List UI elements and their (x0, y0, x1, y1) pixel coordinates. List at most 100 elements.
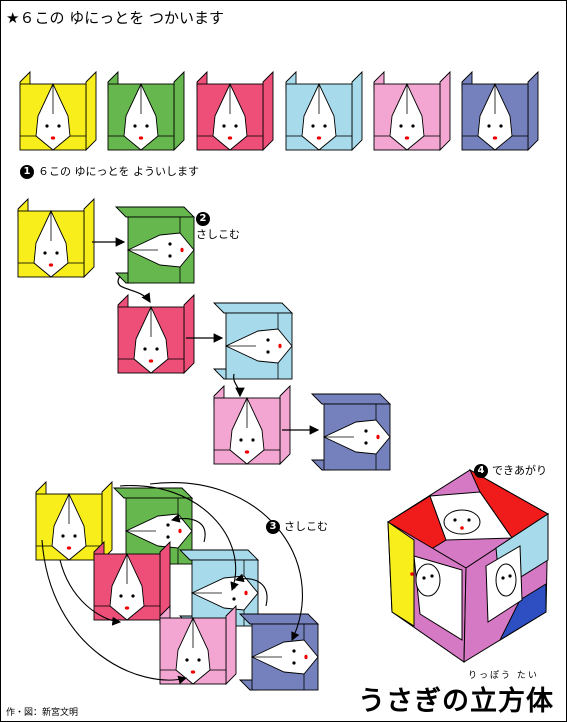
assembly-chain (17, 197, 392, 471)
unit-rabbit-head (51, 492, 87, 561)
chain-unit-blue (310, 393, 392, 471)
step-4-number: 4 (474, 464, 488, 478)
net-unit-blue (238, 613, 320, 691)
chain-unit-yellow (17, 197, 95, 279)
unit-eye (411, 124, 415, 128)
unit-eye (251, 438, 255, 442)
unit-right-ear (178, 549, 260, 561)
unit-mouth (66, 546, 72, 550)
unit-right-ear (527, 70, 539, 152)
unit-rabbit-head (33, 209, 69, 278)
unit-right-ear (173, 70, 185, 152)
net-unit-red (93, 540, 171, 622)
unit-rabbit-head (190, 575, 259, 611)
unit-body (285, 70, 363, 152)
cube-left-yellow (387, 521, 415, 627)
unit-mouth (148, 359, 154, 363)
unit-eye (57, 124, 61, 128)
unit-body (35, 480, 113, 562)
unit-right-ear (114, 206, 196, 218)
unit-eye (364, 441, 368, 445)
unit-mouth (278, 343, 282, 349)
net-arrow (59, 559, 122, 626)
unit-eye (166, 523, 170, 527)
unit-eye (232, 597, 236, 601)
net-layout (35, 480, 320, 691)
unit-eye (133, 124, 137, 128)
net-unit-green (112, 487, 194, 565)
unit-eye (131, 594, 135, 598)
unit-rabbit-head (301, 82, 337, 151)
rabbit-face (415, 563, 441, 597)
unit-eye (499, 124, 503, 128)
unit-eye (487, 124, 491, 128)
unit-mouth (50, 136, 56, 140)
unit-mouth (190, 670, 196, 674)
net-arrow (41, 539, 188, 685)
unit-eye (61, 534, 65, 538)
rabbit-nose (410, 572, 414, 576)
unit-eye (55, 251, 59, 255)
step-3-text: さしこむ (284, 520, 328, 533)
unit-rabbit-head (250, 639, 319, 675)
unit-yellow (19, 70, 97, 152)
unit-eye (73, 534, 77, 538)
unit-body (159, 604, 237, 686)
unit-right-ear (262, 70, 274, 152)
unit-mouth (227, 136, 233, 140)
unit-eye (222, 124, 226, 128)
rabbit-face (495, 563, 517, 597)
unit-eye (185, 658, 189, 662)
unit-rabbit-head (35, 82, 71, 151)
unit-rabbit-head (212, 82, 248, 151)
net-unit-yellow (35, 480, 113, 562)
unit-right-ear (238, 613, 320, 625)
unit-eye (168, 254, 172, 258)
unit-right-ear (279, 384, 291, 466)
unit-rabbit-head (389, 82, 425, 151)
net-arrow (234, 573, 268, 607)
step-2-number: 2 (196, 212, 210, 226)
unit-eye (292, 661, 296, 665)
rabbit-face (443, 509, 481, 535)
unit-right-ear (212, 302, 294, 314)
unit-eye (166, 535, 170, 539)
unit-eye (311, 124, 315, 128)
unit-row (19, 70, 539, 152)
unit-right-ear (83, 197, 95, 279)
net-unit-pink (159, 604, 237, 686)
unit-blue (461, 70, 539, 152)
unit-right-ear (310, 393, 392, 405)
result-title: うさぎの立方体 (358, 686, 554, 717)
chain-unit-green (114, 206, 196, 284)
step-1-number: 1 (20, 165, 34, 179)
unit-right-ear (439, 70, 451, 152)
chain-arrow (117, 275, 151, 304)
unit-body (19, 70, 97, 152)
unit-rabbit-head (229, 396, 265, 465)
step-4-text: できあがり (492, 464, 547, 477)
unit-rabbit-head (322, 419, 391, 455)
unit-lightblue (285, 70, 363, 152)
rabbit-eye (467, 518, 471, 522)
page-title: ★６この ゆにっとを つかいます (6, 9, 224, 27)
unit-body (310, 393, 392, 471)
cube-right-blue (498, 583, 547, 642)
unit-right-ear (225, 604, 237, 686)
unit-body (107, 70, 185, 152)
unit-eye (119, 594, 123, 598)
unit-body (373, 70, 451, 152)
unit-eye (364, 429, 368, 433)
chain-unit-pink (213, 384, 291, 466)
unit-mouth (124, 606, 130, 610)
unit-mouth (244, 590, 248, 596)
unit-eye (155, 347, 159, 351)
unit-eye (234, 124, 238, 128)
unit-mouth (180, 247, 184, 253)
unit-mouth (404, 136, 410, 140)
unit-mouth (492, 136, 498, 140)
